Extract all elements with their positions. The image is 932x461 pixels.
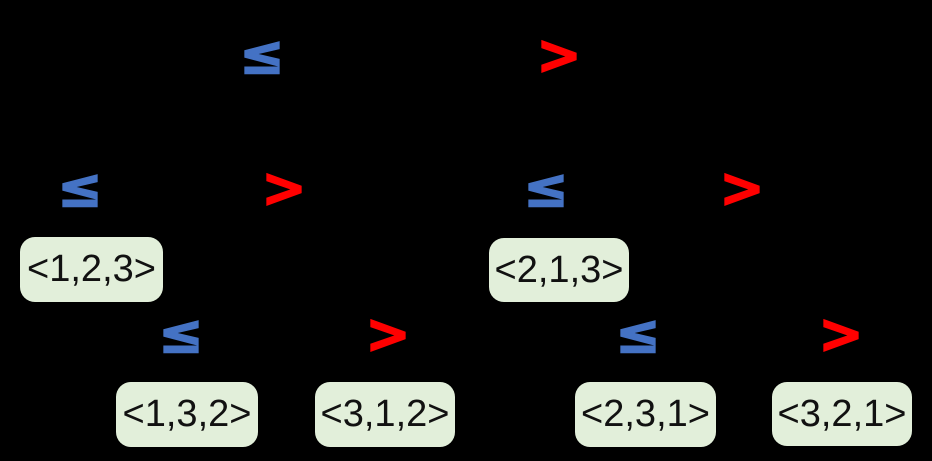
leaf-label: <2,3,1>	[581, 393, 710, 435]
leaf-node: <1,3,2>	[116, 382, 258, 447]
branch-label-gt: >	[365, 302, 412, 366]
leaf-label: <1,2,3>	[27, 248, 156, 290]
leaf-node: <3,2,1>	[772, 382, 912, 446]
branch-label-gt: >	[719, 156, 766, 220]
leaf-label: <3,1,2>	[320, 393, 450, 435]
branch-label-gt: >	[261, 156, 308, 220]
branch-label-le: ≤	[158, 302, 205, 366]
leaf-node: <2,1,3>	[489, 238, 629, 302]
leaf-node: <1,2,3>	[20, 237, 163, 302]
leaf-label: <3,2,1>	[777, 392, 907, 435]
branch-label-le: ≤	[57, 156, 104, 220]
branch-label-le: ≤	[239, 23, 286, 87]
leaf-label: <1,3,2>	[122, 393, 252, 435]
branch-label-gt: >	[536, 23, 583, 87]
leaf-label: <2,1,3>	[494, 248, 624, 291]
branch-label-le: ≤	[523, 156, 570, 220]
leaf-node: <2,3,1>	[575, 382, 716, 447]
leaf-node: <3,1,2>	[315, 382, 455, 447]
branch-label-gt: >	[818, 302, 865, 366]
branch-label-le: ≤	[615, 302, 662, 366]
